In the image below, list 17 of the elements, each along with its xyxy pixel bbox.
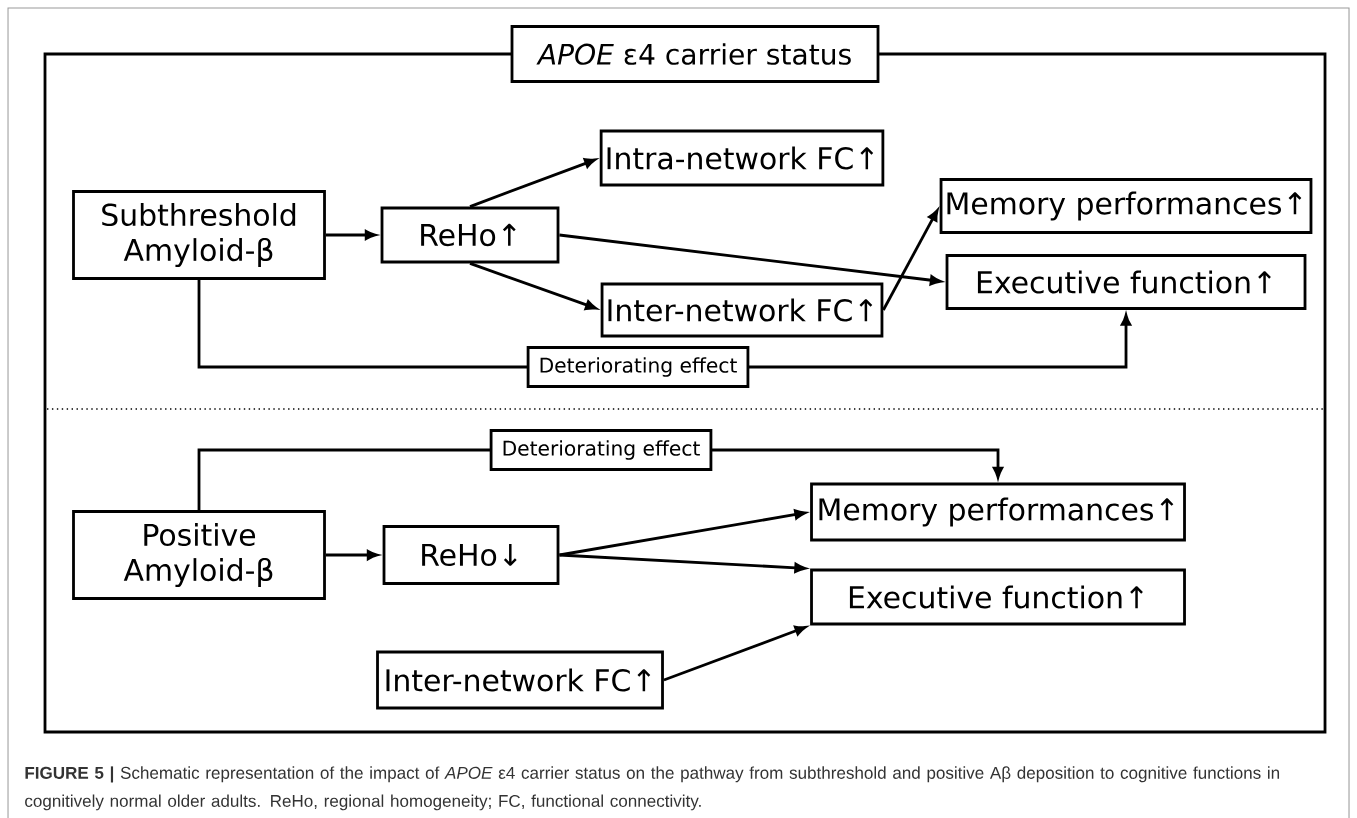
edge-label: Deteriorating effect — [489, 429, 713, 471]
process-box: ReHo↑ — [380, 206, 560, 264]
process-box: Positive Amyloid-β — [72, 510, 326, 600]
caption: FIGURE 5 | Schematic representation of the impact of APOE ε4 carrier status on the pathway from subthreshold and positive Aβ deposition to cognitive functions in cognitively normal older adults. ReHo, regional homogeneity; FC, functional connectivity. — [25, 766, 1280, 811]
process-box: Inter-network FC↑ — [600, 282, 884, 338]
process-box: Executive function↑ — [945, 254, 1307, 310]
process-box: Subthreshold Amyloid-β — [72, 190, 326, 280]
process-box: Memory performances↑ — [810, 482, 1186, 542]
arrow — [325, 549, 379, 561]
edge-label: Deteriorating effect — [526, 346, 750, 388]
arrow — [325, 229, 377, 241]
process-box: Memory performances↑ — [939, 178, 1313, 234]
arrow — [882, 209, 939, 311]
process-box: Executive function↑ — [810, 568, 1186, 626]
process-box: ReHo↓ — [382, 525, 560, 585]
process-box: Inter-network FC↑ — [376, 650, 664, 710]
process-box: Intra-network FC↑ — [599, 129, 885, 187]
